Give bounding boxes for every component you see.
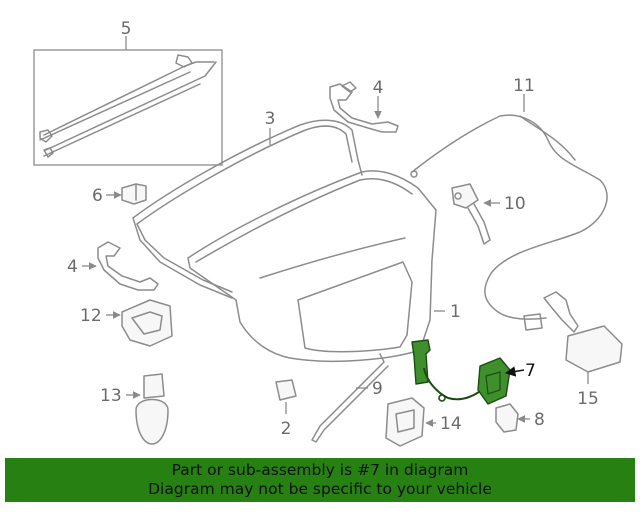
part-8-clip — [495, 403, 519, 433]
callout-11: 11 — [513, 76, 535, 96]
part-4-hinge-upper — [329, 81, 399, 133]
callout-10: 10 — [504, 194, 526, 214]
callout-7: 7 — [525, 361, 536, 381]
part-3-weatherstrip — [132, 119, 363, 299]
callout-4-lower: 4 — [67, 257, 78, 277]
part-9-rod — [311, 353, 389, 443]
part-1-trunk-lid — [187, 170, 437, 363]
callout-13: 13 — [100, 386, 122, 406]
callout-4-upper: 4 — [373, 78, 384, 98]
callout-12: 12 — [80, 306, 102, 326]
part-11-cable — [410, 114, 608, 320]
banner-line-2: Diagram may not be specific to your vehi… — [148, 480, 492, 498]
callout-1: 1 — [450, 302, 461, 322]
callout-8: 8 — [534, 410, 545, 430]
callout-5: 5 — [121, 19, 132, 39]
callout-6: 6 — [92, 186, 103, 206]
part-7-highlighted — [411, 339, 511, 405]
part-6-bumper — [121, 183, 147, 205]
part-4-hinge-lower — [97, 241, 159, 291]
banner-line-1: Part or sub-assembly is #7 in diagram — [171, 461, 469, 479]
part-14-lock — [385, 397, 425, 447]
callout-2: 2 — [281, 419, 292, 439]
info-banner: Part or sub-assembly is #7 in diagram Di… — [5, 458, 635, 502]
part-5-torsion-bars — [33, 49, 223, 166]
part-13-bulb — [135, 373, 169, 445]
callout-15: 15 — [577, 389, 599, 409]
part-15-latch — [523, 291, 623, 373]
part-12-bracket — [121, 299, 173, 347]
part-10-cylinder — [451, 183, 491, 245]
callout-9: 9 — [372, 379, 383, 399]
part-2-stop — [275, 379, 297, 401]
callout-3: 3 — [265, 109, 276, 129]
callout-14: 14 — [440, 414, 462, 434]
